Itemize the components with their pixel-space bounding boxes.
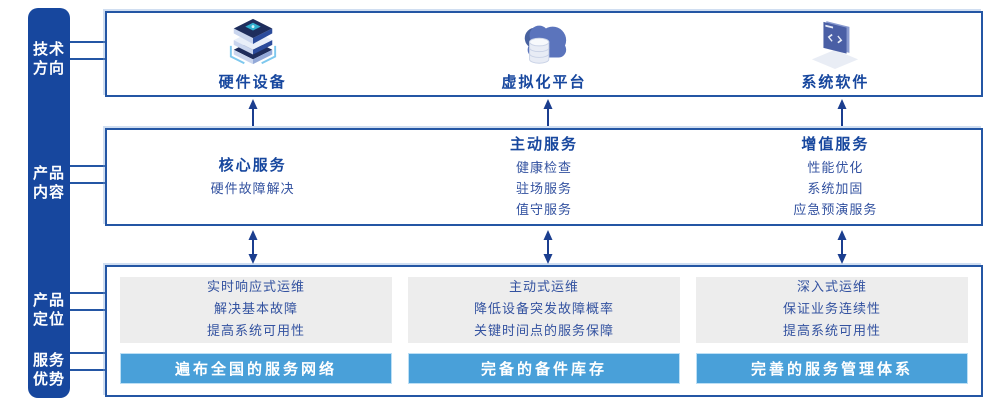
product-content-panel: 核心服务 硬件故障解决 主动服务 健康检查 驻场服务 值守服务 增值服务 性能优… xyxy=(105,128,983,226)
connector-line xyxy=(68,292,107,294)
sidebar-label-product-positioning: 产品 定位 xyxy=(28,291,70,329)
up-arrow-icon xyxy=(248,99,258,126)
service-item: 系统加固 xyxy=(807,182,864,197)
positioning-column-proactive: 主动式运维 降低设备突发故障概率 关键时间点的服务保障 完备的备件库存 xyxy=(408,277,680,384)
tech-item-label: 硬件设备 xyxy=(218,72,287,91)
sidebar: 技术 方向 产品 内容 产品 定位 服务 优势 xyxy=(28,8,70,398)
positioning-line: 深入式运维 xyxy=(796,280,867,295)
service-item: 健康检查 xyxy=(515,161,572,176)
positioning-line: 提高系统可用性 xyxy=(206,324,305,339)
sidebar-label-line: 产品 xyxy=(32,291,65,309)
tech-item-hardware: 硬件设备 xyxy=(107,17,398,92)
service-item: 值守服务 xyxy=(515,203,572,218)
connector-line xyxy=(68,352,107,354)
service-column-active: 主动服务 健康检查 驻场服务 值守服务 xyxy=(398,130,689,224)
service-column-core: 核心服务 硬件故障解决 xyxy=(107,130,398,224)
advantage-banner: 完备的备件库存 xyxy=(408,353,680,384)
tech-item-label: 系统软件 xyxy=(801,72,870,91)
connector-line xyxy=(68,182,107,184)
hardware-stack-icon xyxy=(229,18,276,64)
advantage-banner: 遍布全国的服务网络 xyxy=(120,353,392,384)
positioning-line: 保证业务连续性 xyxy=(782,302,881,317)
sidebar-label-tech-direction: 技术 方向 xyxy=(28,40,70,78)
positioning-card: 主动式运维 降低设备突发故障概率 关键时间点的服务保障 xyxy=(408,277,680,343)
up-arrow-icon xyxy=(837,99,847,126)
product-positioning-panel: 实时响应式运维 解决基本故障 提高系统可用性 遍布全国的服务网络 主动式运维 降… xyxy=(105,265,983,397)
service-column-value-added: 增值服务 性能优化 系统加固 应急预演服务 xyxy=(690,130,981,224)
positioning-column-indepth: 深入式运维 保证业务连续性 提高系统可用性 完善的服务管理体系 xyxy=(696,277,968,384)
positioning-column-realtime: 实时响应式运维 解决基本故障 提高系统可用性 遍布全国的服务网络 xyxy=(120,277,392,384)
connector-line xyxy=(68,41,107,43)
double-arrow-icon xyxy=(248,230,258,264)
positioning-line: 实时响应式运维 xyxy=(206,280,305,295)
tech-item-system-software: 系统软件 xyxy=(690,17,981,92)
positioning-line: 提高系统可用性 xyxy=(782,324,881,339)
service-column-title: 核心服务 xyxy=(218,156,287,174)
connector-line xyxy=(68,165,107,167)
service-item: 性能优化 xyxy=(807,161,864,176)
sidebar-label-line: 定位 xyxy=(32,310,65,328)
cloud-database-icon xyxy=(524,25,567,64)
up-arrow-icon xyxy=(543,99,553,126)
double-arrow-icon xyxy=(837,230,847,264)
connector-line xyxy=(68,58,107,60)
sidebar-label-line: 服务 xyxy=(32,351,65,369)
software-window-icon xyxy=(812,20,859,69)
sidebar-label-line: 产品 xyxy=(32,164,65,182)
positioning-line: 降低设备突发故障概率 xyxy=(473,302,614,317)
tech-direction-panel: 硬件设备 虚拟化平台 xyxy=(105,11,983,97)
positioning-card: 实时响应式运维 解决基本故障 提高系统可用性 xyxy=(120,277,392,343)
service-column-title: 增值服务 xyxy=(801,135,870,153)
positioning-line: 主动式运维 xyxy=(508,280,579,295)
positioning-line: 解决基本故障 xyxy=(213,302,298,317)
sidebar-label-service-advantages: 服务 优势 xyxy=(28,351,70,389)
connector-line xyxy=(68,309,107,311)
sidebar-label-line: 内容 xyxy=(32,183,65,201)
connector-line xyxy=(68,369,107,371)
tech-item-virtualization: 虚拟化平台 xyxy=(398,17,689,92)
positioning-line: 关键时间点的服务保障 xyxy=(473,324,614,339)
sidebar-label-product-content: 产品 内容 xyxy=(28,164,70,202)
service-item: 硬件故障解决 xyxy=(210,182,295,197)
advantage-banner: 完善的服务管理体系 xyxy=(696,353,968,384)
positioning-card: 深入式运维 保证业务连续性 提高系统可用性 xyxy=(696,277,968,343)
tech-item-label: 虚拟化平台 xyxy=(501,72,587,91)
double-arrow-icon xyxy=(543,230,553,264)
sidebar-label-line: 技术 xyxy=(32,40,65,58)
service-item: 驻场服务 xyxy=(515,182,572,197)
service-column-title: 主动服务 xyxy=(509,135,578,153)
sidebar-label-line: 方向 xyxy=(32,59,65,77)
sidebar-label-line: 优势 xyxy=(32,370,65,388)
service-item: 应急预演服务 xyxy=(793,203,878,218)
